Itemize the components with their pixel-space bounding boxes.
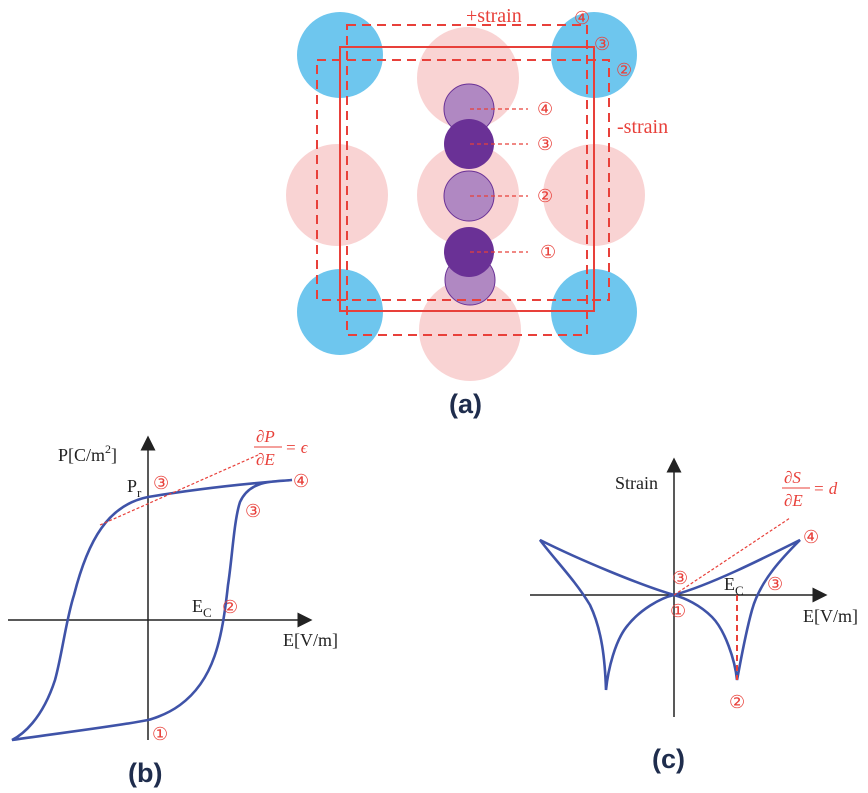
corner-marker-4: ④ — [574, 8, 590, 29]
ion-dark-3 — [444, 119, 494, 169]
c-formula-rhs: = d — [813, 479, 838, 498]
c-tangent-line — [673, 517, 791, 596]
panel-b-label: (b) — [128, 758, 162, 788]
c-marker-3-origin: ③ — [672, 568, 688, 589]
b-tangent-line — [99, 454, 259, 526]
c-marker-4: ④ — [803, 527, 819, 548]
b-ec-label: EC — [192, 596, 212, 620]
cell-minus-strain-box — [316, 59, 610, 301]
minus-strain-label: -strain — [617, 116, 668, 138]
cell-solid-box — [339, 46, 595, 312]
c-marker-1: ① — [670, 601, 686, 622]
c-formula-numerator: ∂S — [784, 468, 801, 487]
ion-marker-3: ③ — [537, 134, 553, 155]
c-piezo-formula: ∂S ∂E = d — [782, 468, 838, 510]
ion-marker-4: ④ — [537, 99, 553, 120]
ion-marker-2: ② — [537, 186, 553, 207]
b-marker-2: ② — [222, 597, 238, 618]
panel-b-hysteresis: P[C/m2] E[V/m] Pr EC ∂P ∂E = ϵ ③ ④ ③ ② ①… — [8, 427, 338, 788]
b-permittivity-formula: ∂P ∂E = ϵ — [254, 427, 309, 469]
panel-a-label: (a) — [449, 389, 482, 419]
panel-c-label: (c) — [652, 744, 685, 774]
ion-marker-1: ① — [540, 242, 556, 263]
b-hysteresis-loop — [11, 478, 293, 742]
pink-atom-left — [286, 144, 388, 246]
b-marker-1: ① — [152, 724, 168, 745]
b-formula-rhs: = ϵ — [285, 438, 309, 457]
cell-plus-strain-box — [346, 24, 588, 336]
b-marker-3-side: ③ — [245, 501, 261, 522]
panel-a-crystal-diagram: +strain -strain ④ ③ ② ④ ③ ② ① (a) — [286, 5, 668, 419]
panel-c-butterfly: Strain E[V/m] EC ∂S ∂E = d ④ ③ ③ ① ② (c) — [530, 457, 858, 774]
b-x-axis-label: E[V/m] — [283, 630, 338, 650]
b-y-axis-label: P[C/m2] — [58, 442, 117, 465]
corner-marker-3: ③ — [594, 34, 610, 55]
c-y-axis-label: Strain — [615, 473, 658, 493]
c-butterfly-curve — [538, 538, 801, 691]
ion-dark-1 — [444, 227, 494, 277]
corner-marker-2: ② — [616, 60, 632, 81]
pink-atom-bottom — [419, 279, 521, 381]
c-x-axis-label: E[V/m] — [803, 606, 858, 626]
c-formula-denominator: ∂E — [784, 491, 803, 510]
plus-strain-label: +strain — [466, 5, 522, 27]
b-formula-numerator: ∂P — [256, 427, 275, 446]
c-marker-2: ② — [729, 692, 745, 713]
b-marker-4: ④ — [293, 471, 309, 492]
c-marker-3-right: ③ — [767, 574, 783, 595]
c-ec-label: EC — [724, 574, 744, 598]
b-marker-3-top: ③ — [153, 473, 169, 494]
b-pr-label: Pr — [127, 476, 142, 500]
b-formula-denominator: ∂E — [256, 450, 275, 469]
